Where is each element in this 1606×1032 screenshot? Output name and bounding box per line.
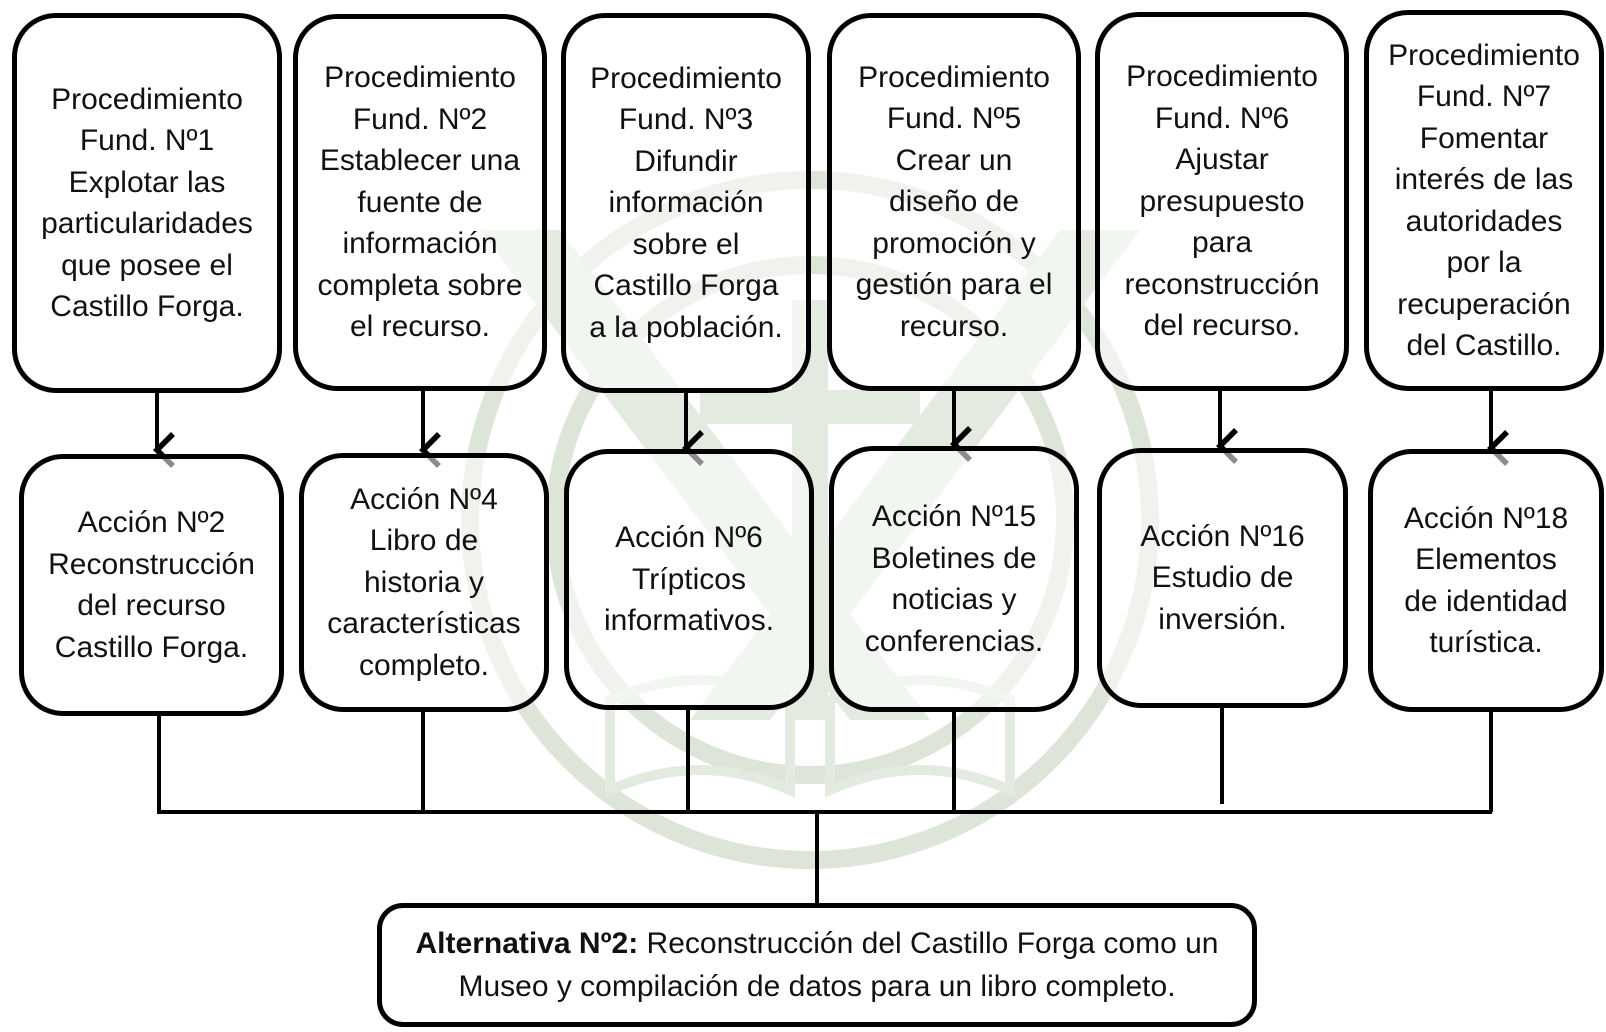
action-box-4: Acción Nº15 Boletines de noticias y conf… (829, 446, 1079, 712)
alternative-box: Alternativa Nº2: Reconstrucción del Cast… (377, 903, 1257, 1027)
action-box-3: Acción Nº6 Trípticos informativos. (564, 449, 814, 710)
action-text-4: Acción Nº15 Boletines de noticias y conf… (864, 500, 1044, 658)
alternative-label: Alternativa Nº2: (415, 927, 639, 960)
action-text-5: Acción Nº16 Estudio de inversión. (1140, 519, 1305, 636)
procedure-box-1: Procedimiento Fund. Nº1 Explotar las par… (12, 13, 282, 393)
procedure-box-4: Procedimiento Fund. Nº5 Crear un diseño … (827, 13, 1081, 391)
action-box-2: Acción Nº4 Libro de historia y caracterí… (299, 453, 549, 712)
action-text-1: Acción Nº2 Reconstrucción del recurso Ca… (48, 506, 255, 664)
procedure-box-6: Procedimiento Fund. Nº7 Fomentar interés… (1364, 10, 1604, 391)
procedure-box-5: Procedimiento Fund. Nº6 Ajustar presupue… (1095, 12, 1349, 391)
alternative-content: Alternativa Nº2: Reconstrucción del Cast… (402, 922, 1232, 1008)
action-box-1: Acción Nº2 Reconstrucción del recurso Ca… (19, 454, 284, 716)
action-box-5: Acción Nº16 Estudio de inversión. (1097, 448, 1348, 708)
procedure-text-2: Procedimiento Fund. Nº2 Establecer una f… (317, 61, 523, 344)
procedure-text-6: Procedimiento Fund. Nº7 Fomentar interés… (1388, 38, 1580, 363)
procedure-box-3: Procedimiento Fund. Nº3 Difundir informa… (561, 13, 811, 393)
procedure-text-5: Procedimiento Fund. Nº6 Ajustar presupue… (1124, 60, 1320, 343)
procedure-text-1: Procedimiento Fund. Nº1 Explotar las par… (41, 82, 253, 324)
action-text-2: Acción Nº4 Libro de historia y caracterí… (327, 482, 521, 682)
alternative-text: Reconstrucción del Castillo Forga como u… (458, 927, 1219, 1003)
action-text-6: Acción Nº18 Elementos de identidad turís… (1403, 501, 1569, 660)
procedure-text-4: Procedimiento Fund. Nº5 Crear un diseño … (855, 60, 1053, 343)
action-box-6: Acción Nº18 Elementos de identidad turís… (1368, 449, 1604, 712)
procedure-text-3: Procedimiento Fund. Nº3 Difundir informa… (589, 61, 783, 344)
action-text-3: Acción Nº6 Trípticos informativos. (603, 521, 775, 638)
procedure-box-2: Procedimiento Fund. Nº2 Establecer una f… (293, 14, 547, 391)
